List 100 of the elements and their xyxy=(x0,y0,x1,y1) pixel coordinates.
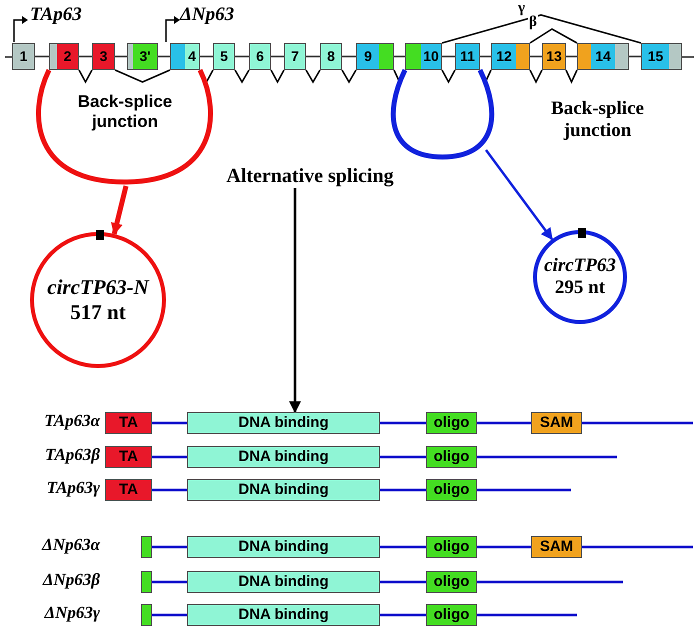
intron-line xyxy=(582,546,693,548)
isoform-label: TAp63γ xyxy=(46,478,100,498)
isoform-label: ΔNp63α xyxy=(40,535,100,555)
process-label: Alternative splicing xyxy=(210,165,410,188)
intron-line xyxy=(79,56,92,58)
intron-line xyxy=(115,56,127,58)
intron-line xyxy=(480,56,491,58)
intron-line xyxy=(235,56,249,58)
intron-line xyxy=(380,422,426,424)
exon-box: 9 xyxy=(356,43,394,70)
domain-box: oligo xyxy=(426,446,477,468)
splice-line xyxy=(529,70,543,84)
domain-box: SAM xyxy=(531,412,582,434)
promoter-label: ΔNp63 xyxy=(180,4,234,26)
junction-label: Back-splice junction xyxy=(76,92,174,132)
intron-line xyxy=(477,422,531,424)
exon-box: 12 xyxy=(491,43,530,70)
exon-box: 15 xyxy=(641,43,682,70)
intron-line xyxy=(582,422,693,424)
exon-box: 4 xyxy=(170,43,200,70)
domain-bar xyxy=(141,536,152,558)
exon-box: 8 xyxy=(320,43,342,70)
domain-bar xyxy=(141,604,152,626)
domain-box: TA xyxy=(105,446,152,468)
circrna-name: circTP63-N xyxy=(47,275,149,300)
intron-line xyxy=(477,580,623,584)
intron-line xyxy=(110,185,128,236)
domain-box: oligo xyxy=(426,479,477,501)
back-splice-arc xyxy=(390,69,494,160)
domain-box: oligo xyxy=(426,536,477,558)
intron-line xyxy=(477,488,571,492)
intron-line xyxy=(152,580,187,584)
exon-box: 13 xyxy=(542,43,566,70)
domain-box: DNA binding xyxy=(187,479,380,501)
circrna-name: circTP63 xyxy=(544,255,616,277)
splice-line xyxy=(341,70,357,84)
length-label: 295 nt xyxy=(554,277,606,299)
back-splice-arc xyxy=(36,69,213,184)
exon-box: 7 xyxy=(284,43,306,70)
exon-box: 2 xyxy=(49,43,79,70)
intron-line xyxy=(152,488,187,492)
splice-line xyxy=(234,70,250,84)
intron-line xyxy=(477,614,577,616)
promoter-label: TAp63 xyxy=(30,4,82,26)
domain-box: SAM xyxy=(531,536,582,558)
intron-line xyxy=(200,56,213,58)
isoform-label: TAp63α xyxy=(43,411,100,431)
intron-line xyxy=(158,56,170,58)
intron-line xyxy=(342,56,356,58)
splice-line xyxy=(305,70,321,84)
exon-box: 14 xyxy=(577,43,629,70)
circular-rna-circle xyxy=(30,232,166,368)
domain-box: DNA binding xyxy=(187,412,380,434)
edge-label: β xyxy=(528,15,538,30)
splice-line xyxy=(114,69,170,83)
intron-line xyxy=(477,456,617,458)
intron-line xyxy=(306,56,320,58)
splice-line xyxy=(441,70,456,84)
domain-box: DNA binding xyxy=(187,571,380,593)
intron-line xyxy=(394,56,405,58)
domain-box: TA xyxy=(105,479,152,501)
intron-line xyxy=(380,456,426,458)
intron-line xyxy=(682,56,694,58)
isoform-label: ΔNp63γ xyxy=(43,603,100,623)
intron-line xyxy=(485,149,554,240)
exon-box: 6 xyxy=(249,43,271,70)
intron-line xyxy=(289,188,301,414)
exon-box: 10 xyxy=(405,43,442,70)
domain-box: DNA binding xyxy=(187,604,380,626)
intron-line xyxy=(380,488,426,492)
domain-box: DNA binding xyxy=(187,446,380,468)
exon-box: 3 xyxy=(92,43,115,70)
intron-line xyxy=(629,56,641,58)
domain-box: oligo xyxy=(426,412,477,434)
isoform-label: ΔNp63β xyxy=(41,570,100,590)
splice-line xyxy=(530,28,578,44)
splice-line xyxy=(270,70,285,84)
junction-label: Back-splice junction xyxy=(550,98,645,142)
domain-box: oligo xyxy=(426,571,477,593)
splice-line xyxy=(442,14,642,44)
domain-bar xyxy=(141,571,152,593)
exon-box: 5 xyxy=(213,43,235,70)
splice-line xyxy=(565,70,578,84)
intron-line xyxy=(152,614,187,616)
intron-line xyxy=(152,546,187,548)
intron-line xyxy=(380,546,426,548)
intron-line xyxy=(35,56,49,58)
exon-box: 11 xyxy=(455,43,480,70)
intron-line xyxy=(442,56,455,58)
intron-line xyxy=(271,56,284,58)
length-label: 517 nt xyxy=(70,300,126,325)
isoform-label: TAp63β xyxy=(44,445,100,465)
domain-box: DNA binding xyxy=(187,536,380,558)
intron-line xyxy=(152,422,187,424)
intron-line xyxy=(5,56,12,58)
exon-box: 3' xyxy=(127,43,158,70)
circular-rna-circle xyxy=(533,230,627,324)
intron-line xyxy=(477,546,531,548)
domain-box: TA xyxy=(105,412,152,434)
intron-line xyxy=(566,56,577,58)
